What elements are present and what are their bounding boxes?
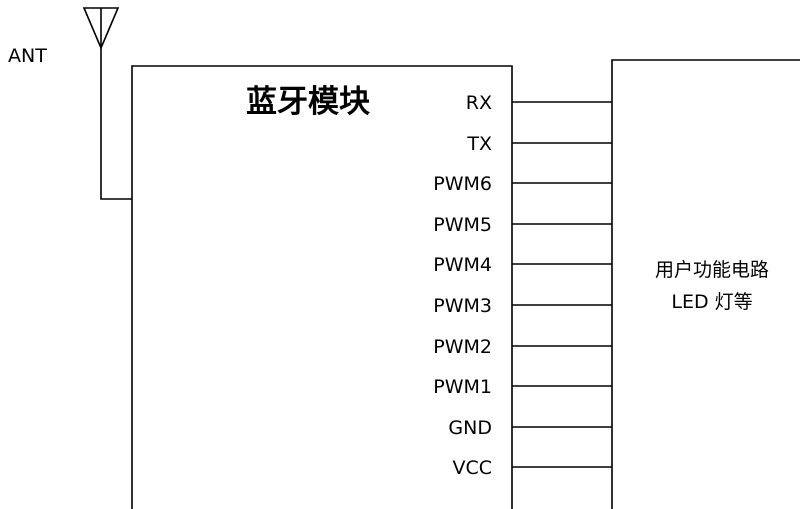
- pin-label-pwm5: PWM5: [433, 214, 492, 236]
- module-box-outline: [131, 65, 513, 509]
- pin-label-pwm1: PWM1: [433, 376, 492, 398]
- pin-label-rx: RX: [466, 92, 492, 114]
- user-circuit: 用户功能电路 LED 灯等: [611, 59, 800, 509]
- pin-label-pwm3: PWM3: [433, 295, 492, 317]
- pin-label-vcc: VCC: [452, 457, 492, 479]
- pin-label-gnd: GND: [448, 417, 492, 439]
- antenna-label: ANT: [8, 45, 47, 67]
- pin-label-pwm4: PWM4: [433, 254, 492, 276]
- pin-label-pwm6: PWM6: [433, 173, 492, 195]
- pin-label-pwm2: PWM2: [433, 336, 492, 358]
- user-circuit-box-outline: [611, 59, 800, 509]
- pin-label-tx: TX: [466, 133, 492, 155]
- user-circuit-line1: 用户功能电路: [655, 259, 769, 281]
- user-circuit-line2: LED 灯等: [671, 291, 752, 313]
- module-title: 蓝牙模块: [246, 84, 370, 120]
- antenna-wire: [100, 8, 132, 200]
- antenna: ANT: [8, 7, 132, 200]
- pin-wires: [512, 101, 612, 468]
